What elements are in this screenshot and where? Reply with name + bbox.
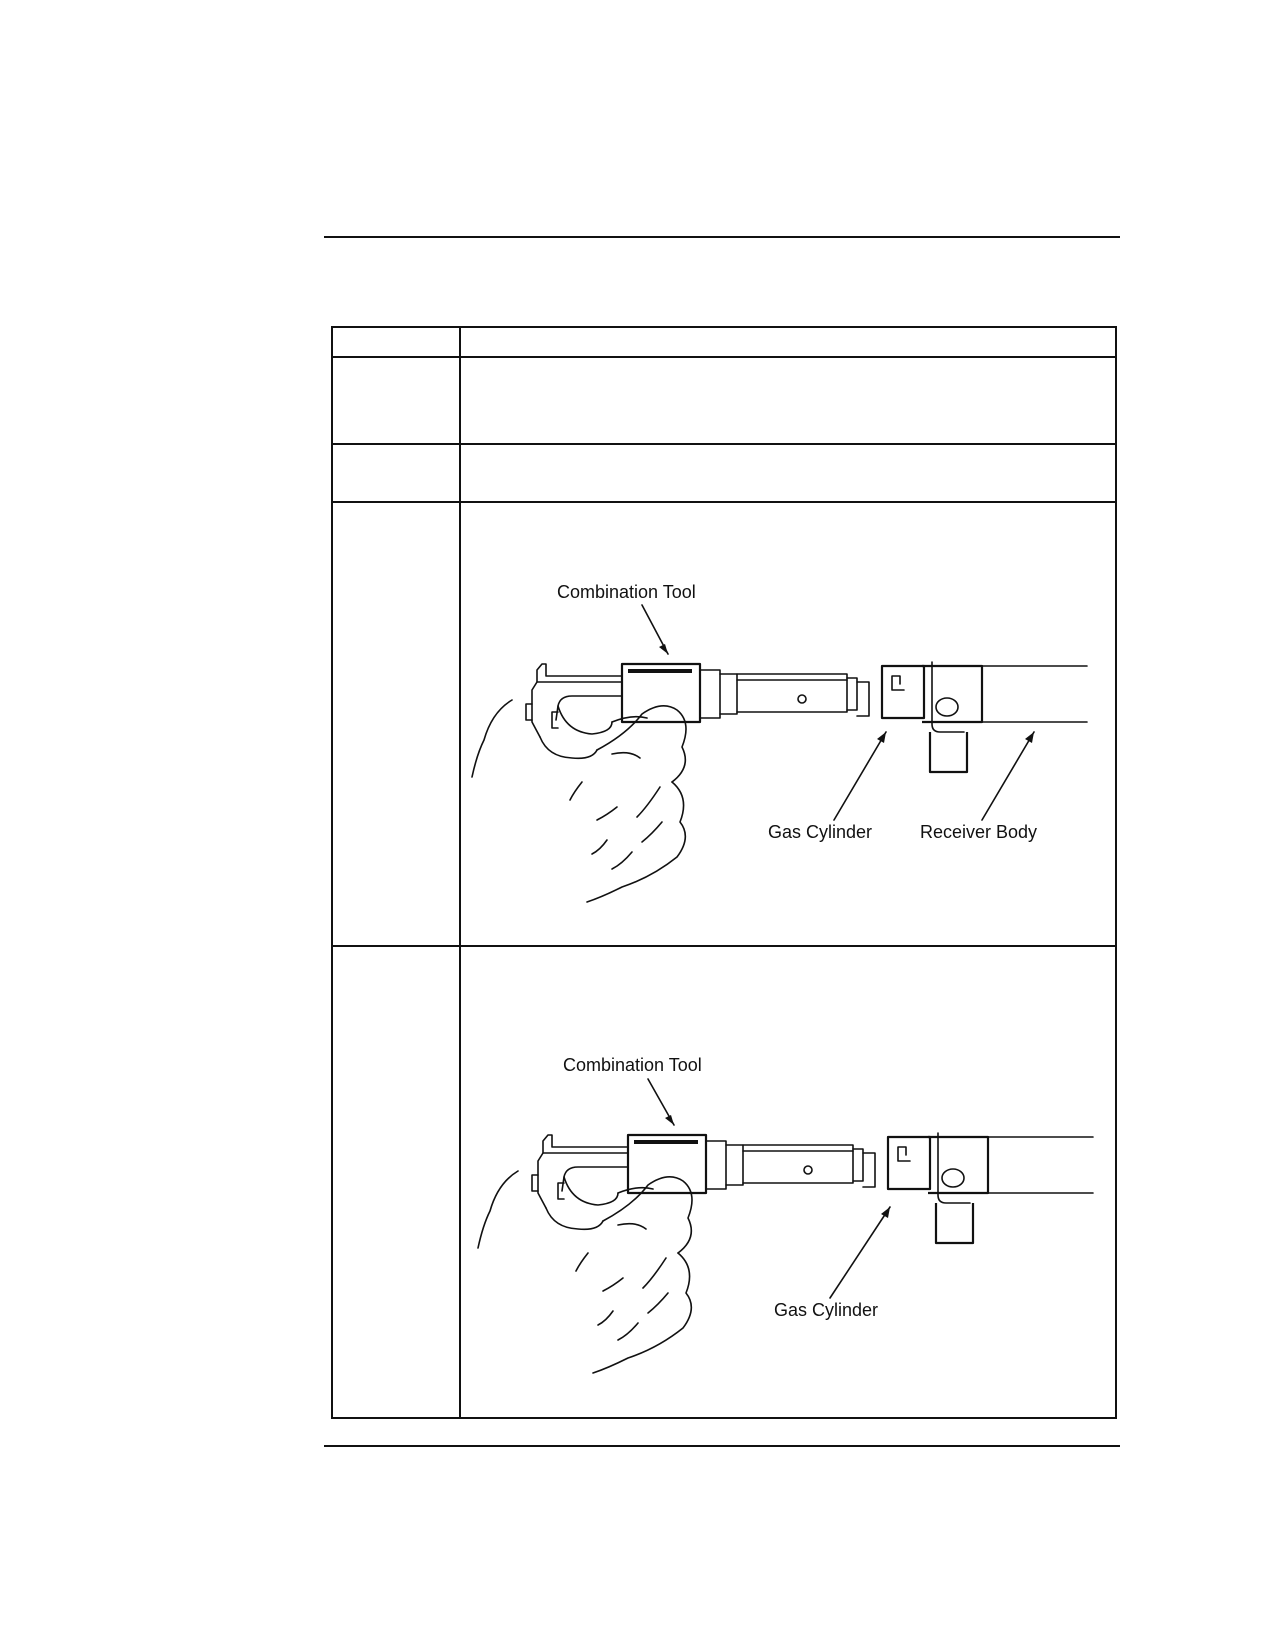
table-column-divider	[459, 328, 461, 1417]
receiver-body-arrow	[981, 731, 1035, 821]
arrowhead-icon	[877, 732, 886, 743]
arrowhead-icon	[881, 1207, 890, 1218]
table-row-line	[333, 501, 1115, 503]
gas-cylinder-arrow	[829, 1206, 891, 1299]
gas-cylinder-label: Gas Cylinder	[774, 1300, 878, 1320]
figure-combination-tool-receiver: Combination Tool Gas Cylinder Receiver B…	[462, 572, 1102, 932]
combination-tool-illustration	[471, 661, 1088, 903]
arrowhead-icon	[665, 1115, 674, 1125]
arrowhead-icon	[659, 644, 668, 654]
combination-tool-label: Combination Tool	[557, 582, 696, 602]
header-rule	[324, 236, 1120, 238]
combination-tool-label: Combination Tool	[563, 1055, 702, 1075]
table-row-line	[333, 945, 1115, 947]
gas-cylinder-label: Gas Cylinder	[768, 822, 872, 842]
table-row-line	[333, 443, 1115, 445]
gas-cylinder-arrow	[833, 731, 887, 821]
receiver-body-label: Receiver Body	[920, 822, 1037, 842]
figure-combination-tool-gas-cylinder: Combination Tool Gas Cylinder	[468, 1043, 1108, 1403]
footer-rule	[324, 1445, 1120, 1447]
table-header-row-line	[333, 356, 1115, 358]
procedure-table	[331, 326, 1117, 1419]
arrowhead-icon	[1025, 732, 1034, 743]
combination-tool-illustration	[477, 1132, 1094, 1374]
